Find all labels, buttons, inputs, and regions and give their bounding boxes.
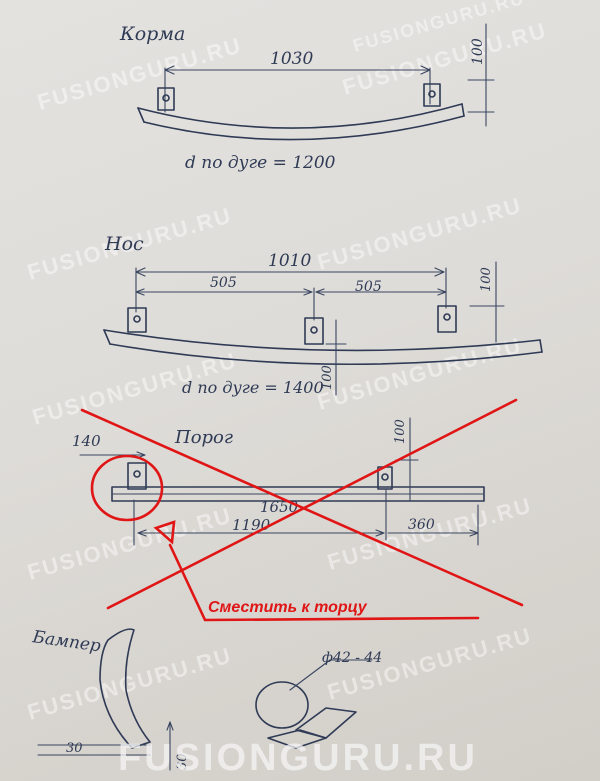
- sill-height: 100: [393, 419, 408, 444]
- bow-half-left: 505: [210, 275, 237, 291]
- watermark-5: FUSIONGURU.RU: [314, 192, 524, 274]
- stern-title: Корма: [119, 23, 185, 45]
- cross-line-1: [80, 408, 524, 607]
- bow-span: 1010: [268, 251, 311, 271]
- bow-half-right: 505: [355, 279, 382, 295]
- stern-section: Корма 1030 100 d по дуге = 1200: [119, 23, 495, 173]
- bow-arc-note: d по дуге = 1400: [182, 378, 324, 397]
- bumper-title: Бампер: [30, 627, 102, 657]
- leader-line: [168, 543, 480, 622]
- sill-title: Порог: [174, 427, 233, 448]
- annotation-note: Сместить к торцу: [208, 599, 368, 616]
- stern-height: 100: [470, 38, 486, 65]
- bow-title: Нос: [104, 233, 144, 255]
- bow-section: Нос 1010 505 505 100 100 d по дуге = 140…: [103, 233, 543, 397]
- bumper-dim-30-side: 30: [175, 753, 190, 770]
- bumper-diameter: ф42 - 44: [322, 650, 382, 666]
- stern-span: 1030: [270, 49, 313, 69]
- watermark-bottom: FUSIONGURU.RU: [118, 737, 478, 779]
- stern-arc-note: d по дуге = 1200: [185, 153, 336, 173]
- watermark-8: FUSIONGURU.RU: [24, 502, 234, 584]
- sill-section: Порог 140 100 1650 1190 360: [72, 417, 485, 546]
- sill-end-offset: 360: [408, 517, 435, 533]
- cross-line-2: [106, 398, 518, 610]
- bow-height-top: 100: [479, 267, 494, 292]
- bumper-dim-30: 30: [66, 741, 83, 756]
- highlight-circle: [90, 454, 164, 522]
- sill-offset: 140: [72, 432, 101, 450]
- leader-arrow: [153, 520, 176, 545]
- red-annotations: Сместить к торцу: [80, 398, 524, 622]
- sill-inner: 1190: [232, 516, 271, 534]
- bow-height-bottom: 100: [320, 365, 335, 390]
- watermark-9: FUSIONGURU.RU: [324, 492, 534, 574]
- watermark-10: FUSIONGURU.RU: [24, 642, 234, 724]
